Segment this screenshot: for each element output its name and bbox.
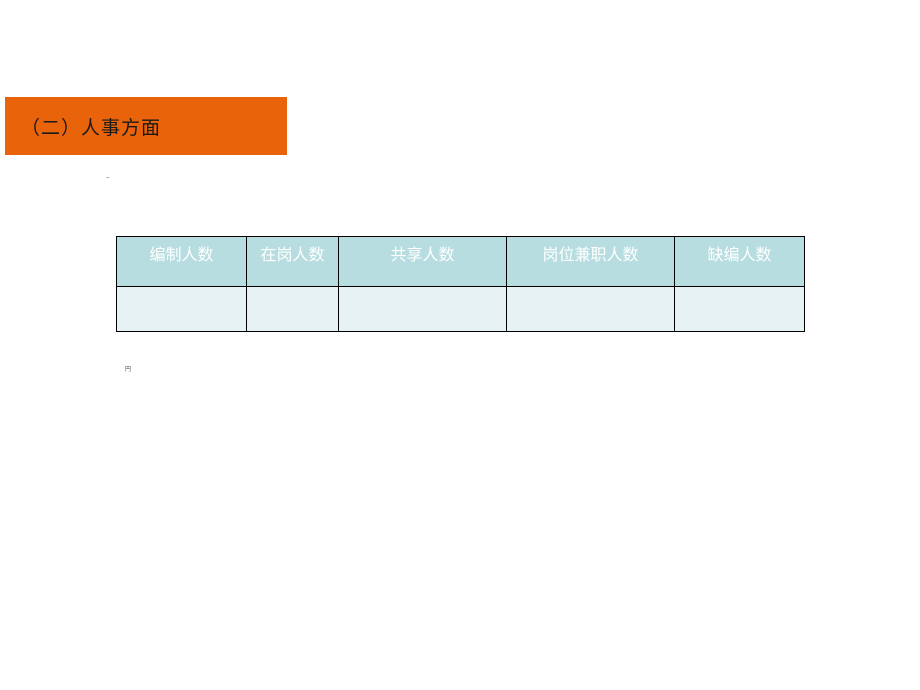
- table-row: [116, 286, 805, 332]
- header-part-time-count: 岗位兼职人数: [506, 236, 675, 287]
- section-banner: （二）人事方面: [5, 97, 287, 155]
- table-header-row: 编制人数 在岗人数 共享人数 岗位兼职人数 缺编人数: [116, 236, 805, 287]
- cell-vacancy-count[interactable]: [674, 286, 805, 332]
- cell-on-duty-count[interactable]: [246, 286, 339, 332]
- cell-shared-count[interactable]: [338, 286, 507, 332]
- small-mark: 円: [125, 366, 132, 373]
- cell-authorized-count[interactable]: [116, 286, 247, 332]
- cell-part-time-count[interactable]: [506, 286, 675, 332]
- header-on-duty-count: 在岗人数: [246, 236, 339, 287]
- header-shared-count: 共享人数: [338, 236, 507, 287]
- dash-mark: –: [106, 173, 110, 181]
- staffing-table: 编制人数 在岗人数 共享人数 岗位兼职人数 缺编人数: [116, 236, 805, 332]
- header-authorized-count: 编制人数: [116, 236, 247, 287]
- section-title: （二）人事方面: [21, 116, 162, 139]
- header-vacancy-count: 缺编人数: [674, 236, 805, 287]
